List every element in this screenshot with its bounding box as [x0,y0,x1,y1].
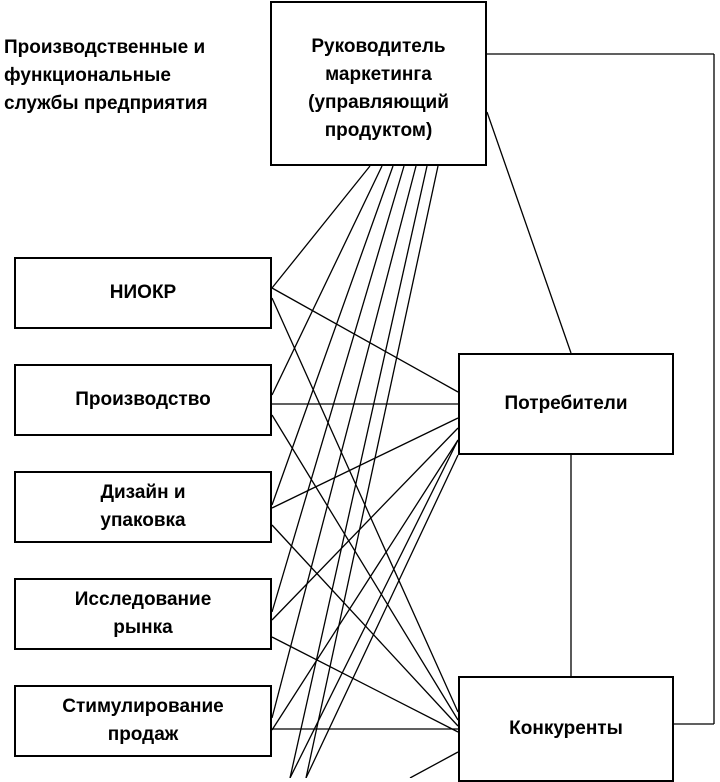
connector-line [289,439,459,778]
sales-promotion-box: Стимулирование продаж [14,685,272,757]
connector-line [271,165,405,613]
connector-line [271,417,459,509]
design-packaging-box: Дизайн и упаковка [14,471,272,543]
connector-line [486,111,572,354]
box-label-line: Производство [75,389,211,410]
connector-line [271,414,459,721]
connector-line [289,165,428,778]
heading-line: службы предприятия [4,93,208,114]
rnd-box: НИОКР [14,257,272,329]
connector-line [305,165,439,778]
connector-line [271,439,459,731]
heading-line: функциональные [4,65,171,86]
connector-line [271,165,371,289]
box-label-line: упаковка [100,510,186,531]
connector-line [271,524,459,727]
production-box: Производство [14,364,272,436]
connector-line [271,636,459,733]
box-label-line: продаж [107,724,179,745]
connector-line [271,165,394,506]
connector-line [305,454,459,778]
connector-line [409,751,459,778]
box-label-line: рынка [113,617,173,638]
box-label-line: Стимулирование [62,696,224,717]
competitors-box: Конкуренты [458,676,674,782]
market-research-box: Исследование рынка [14,578,272,650]
diagram-heading: Производственные и функциональные службы… [4,34,264,118]
box-label-line: (управляющий [308,92,449,113]
heading-line: Производственные и [4,37,206,58]
box-label-line: продуктом) [324,120,433,141]
connector-line [271,287,459,393]
marketing-head-box: Руководитель маркетинга (управляющий про… [270,1,487,166]
connector-line [271,165,383,396]
box-label-line: Дизайн и [100,482,186,503]
box-label-line: Руководитель [311,36,446,57]
box-label-line: Конкуренты [509,718,623,739]
consumers-box: Потребители [458,353,674,455]
connector-line [271,165,417,719]
box-label-line: маркетинга [325,64,432,85]
box-label-line: Потребители [504,393,628,414]
connector-line [271,427,459,621]
box-label-line: НИОКР [109,282,177,303]
box-label-line: Исследование [74,589,212,610]
connector-line [271,297,459,713]
